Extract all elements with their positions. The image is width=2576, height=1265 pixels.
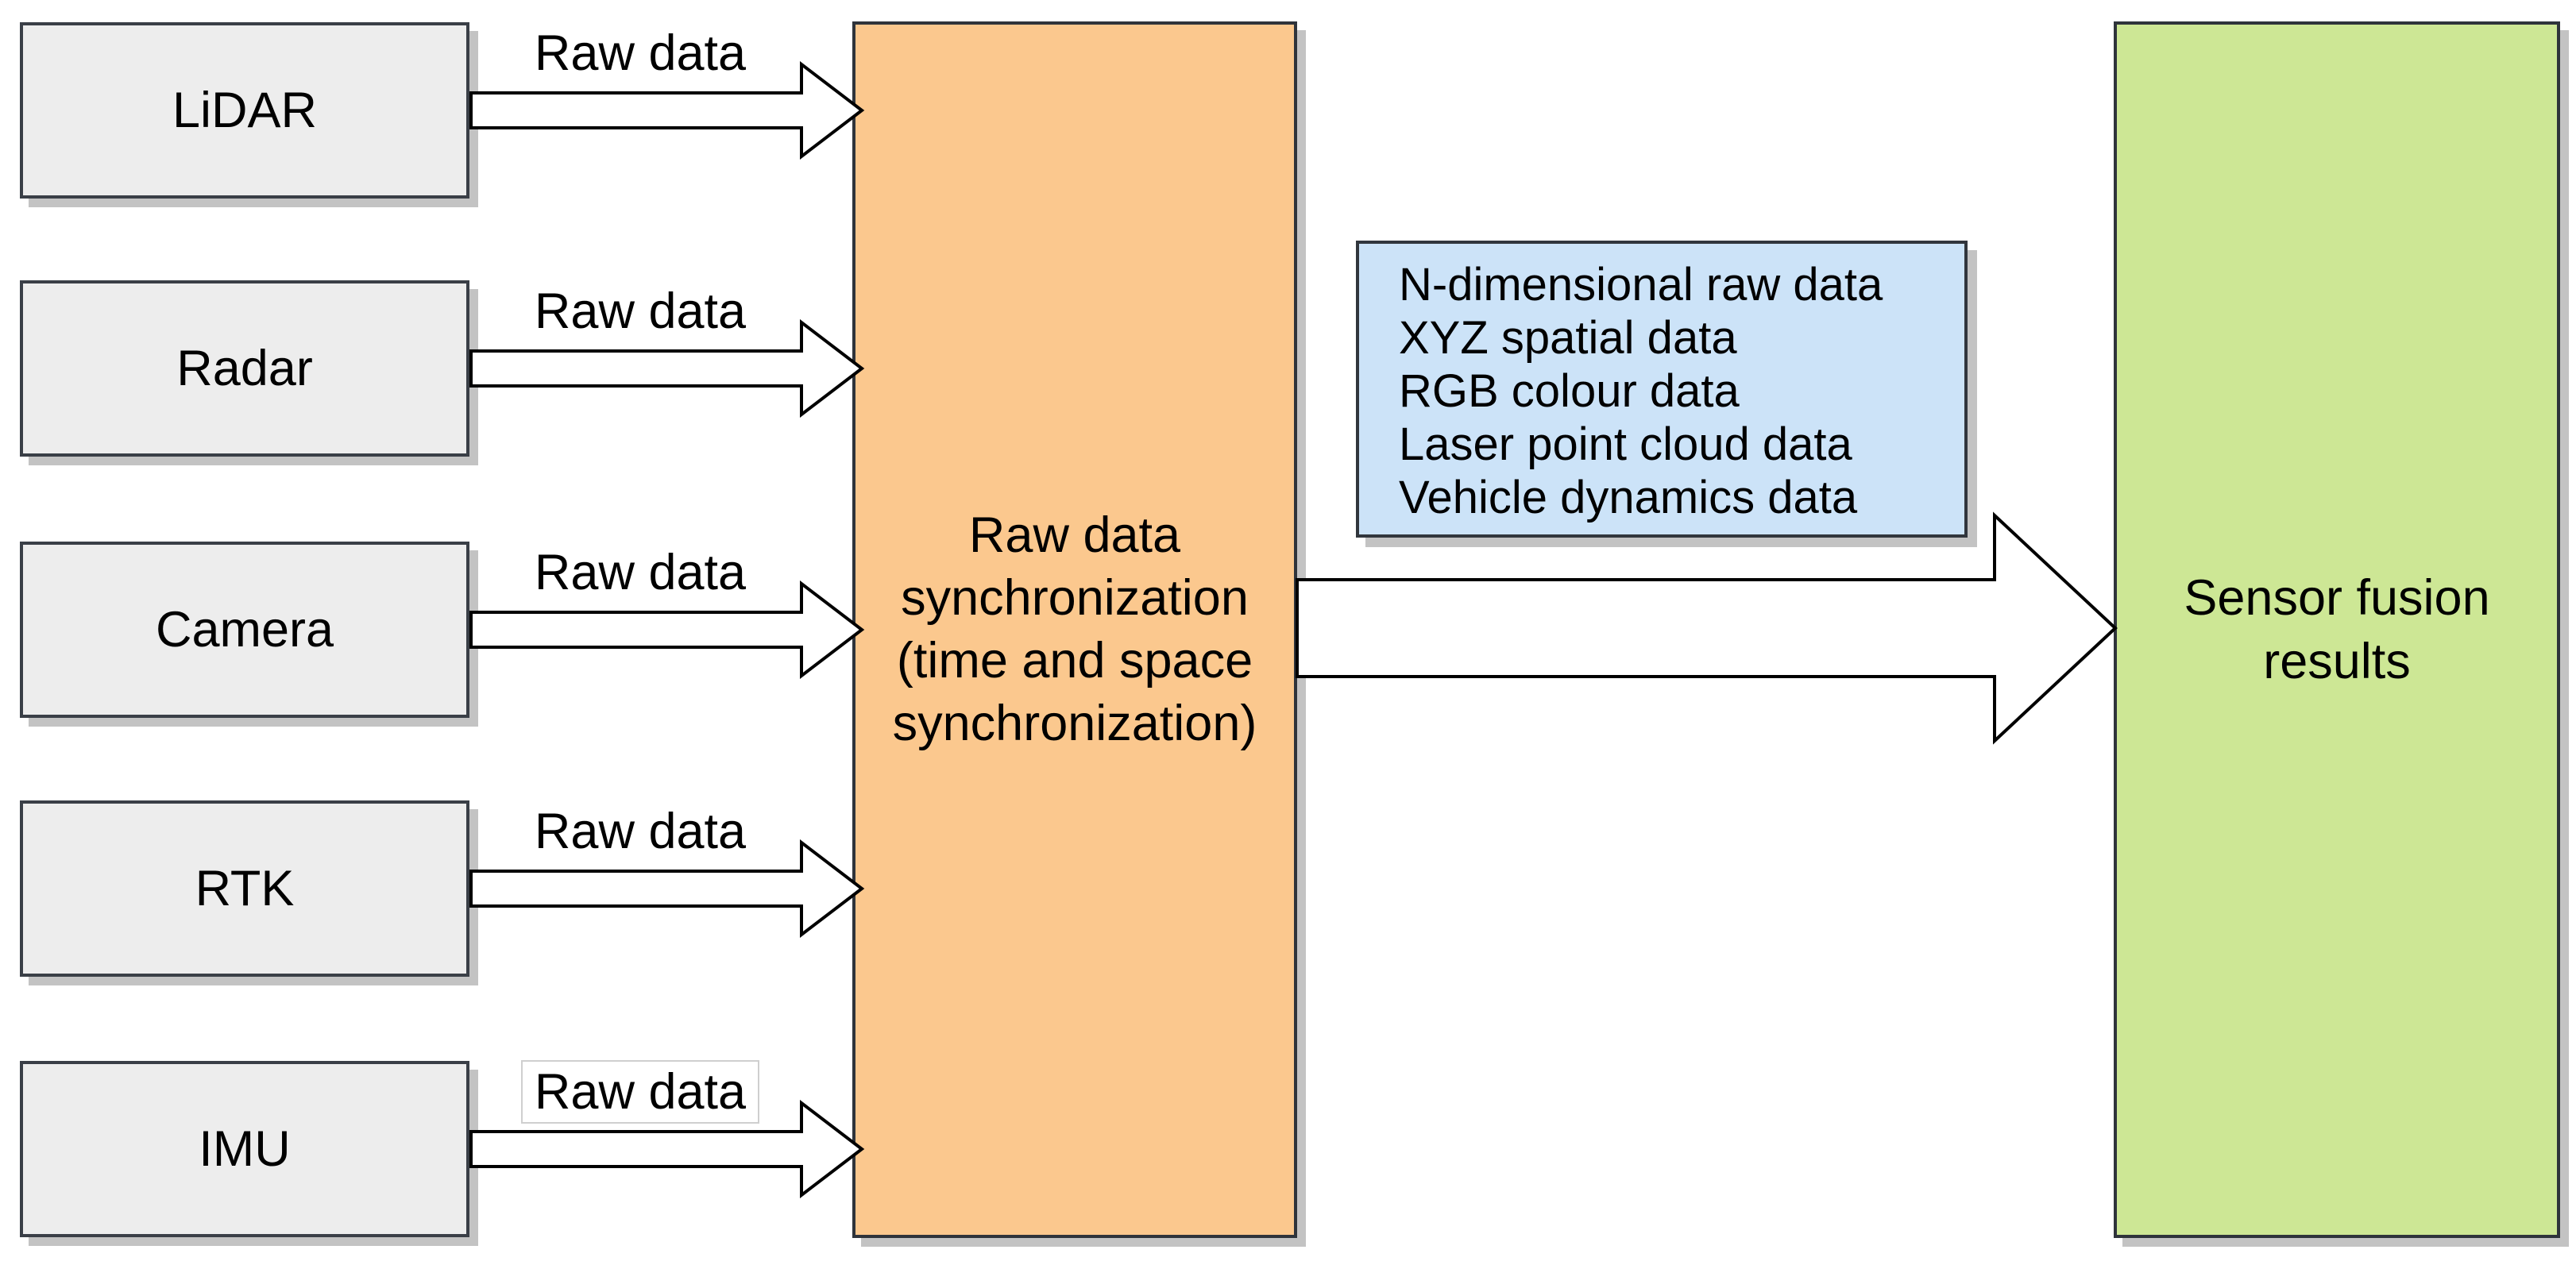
sensor-box-imu: IMU xyxy=(20,1061,469,1237)
fusion-arrow xyxy=(1296,511,2118,745)
sync-box-line: Raw data xyxy=(968,507,1181,563)
raw-data-label-lidar: Raw data xyxy=(534,25,747,81)
sensor-label-imu: IMU xyxy=(199,1121,291,1177)
raw-data-arrow-imu xyxy=(469,1100,865,1198)
sensor-label-lidar: LiDAR xyxy=(172,83,318,138)
data-list-box: N-dimensional raw data XYZ spatial data … xyxy=(1356,241,1968,538)
result-box-line: Sensor fusion xyxy=(2184,570,2490,626)
raw-data-arrow-camera xyxy=(469,580,865,679)
raw-data-label-radar: Raw data xyxy=(534,283,747,339)
raw-data-label-imu: Raw data xyxy=(521,1060,759,1124)
sensor-box-lidar: LiDAR xyxy=(20,22,469,199)
raw-data-arrow-rtk xyxy=(469,839,865,938)
raw-data-label-rtk: Raw data xyxy=(534,804,747,859)
sensor-box-radar: Radar xyxy=(20,280,469,457)
sensor-label-radar: Radar xyxy=(176,341,313,396)
sensor-label-rtk: RTK xyxy=(195,861,295,916)
raw-data-arrow-lidar xyxy=(469,61,865,160)
sensor-box-camera: Camera xyxy=(20,542,469,718)
data-list-item: Laser point cloud data xyxy=(1399,418,1852,470)
data-list-item: RGB colour data xyxy=(1399,365,1740,417)
sync-box: Raw data synchronization (time and space… xyxy=(852,21,1297,1238)
result-box-line: results xyxy=(2263,634,2411,689)
raw-data-arrow-radar xyxy=(469,319,865,418)
sync-box-line: synchronization) xyxy=(892,696,1257,751)
result-box: Sensor fusion results xyxy=(2114,21,2560,1238)
data-list-item: XYZ spatial data xyxy=(1399,312,1737,364)
data-list-item: N-dimensional raw data xyxy=(1399,259,1883,310)
sensor-label-camera: Camera xyxy=(155,602,334,658)
data-list-item: Vehicle dynamics data xyxy=(1399,472,1858,523)
sync-box-line: synchronization xyxy=(901,570,1249,626)
sensor-box-rtk: RTK xyxy=(20,800,469,977)
sync-box-line: (time and space xyxy=(896,633,1253,688)
raw-data-label-camera: Raw data xyxy=(534,545,747,600)
